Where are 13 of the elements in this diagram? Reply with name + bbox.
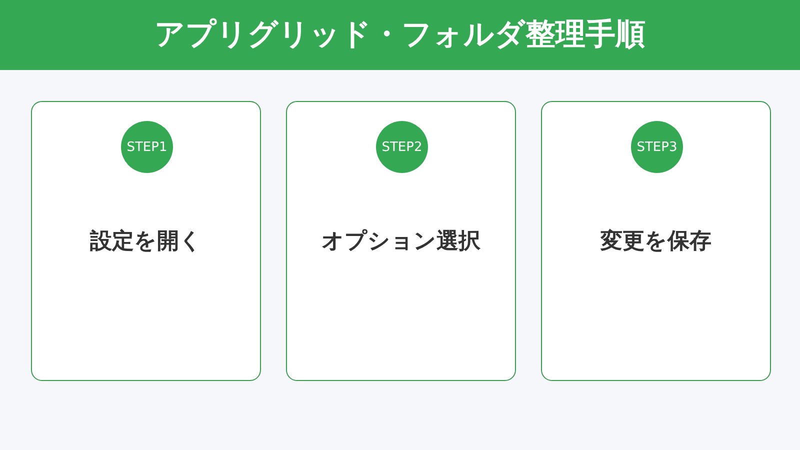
step-label: 設定を開く (90, 228, 202, 256)
step-number: STEP2 (382, 140, 422, 154)
title: アプリグリッド・フォルダ整理手順 (154, 16, 646, 54)
step-number: STEP1 (126, 140, 168, 154)
step-card (541, 101, 771, 381)
step-badge (376, 121, 428, 173)
step-card (286, 101, 516, 381)
step-label: 変更を保存 (600, 228, 712, 256)
step-badge (631, 121, 683, 173)
step-badge (121, 121, 173, 173)
step-number: STEP3 (636, 140, 678, 154)
step-label: オプション選択 (322, 228, 480, 256)
step-card (31, 101, 261, 381)
